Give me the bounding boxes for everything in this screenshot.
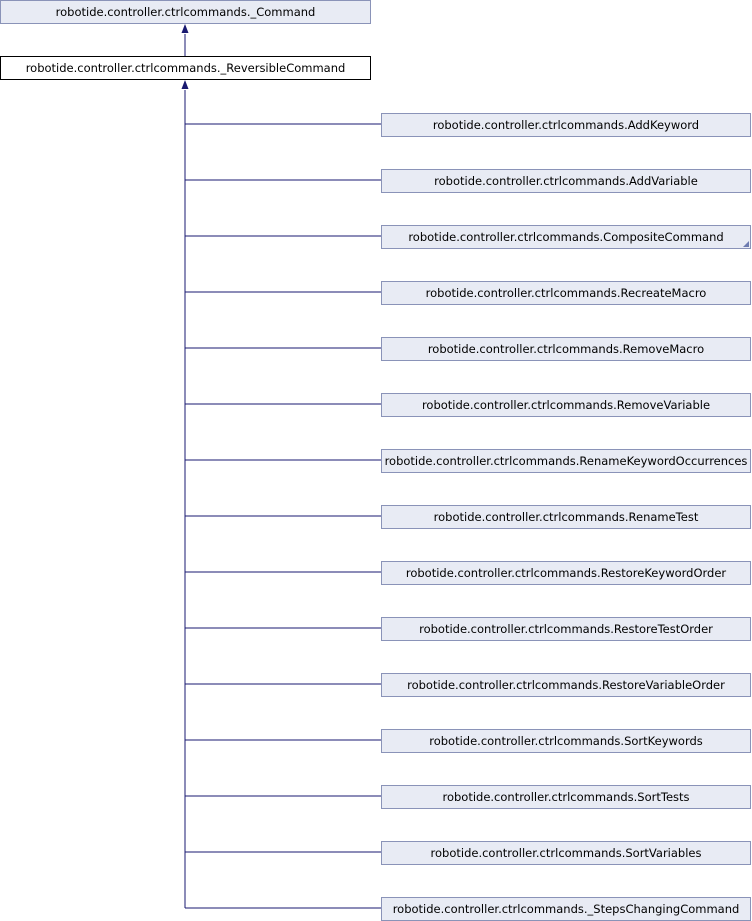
subclass-node[interactable]: robotide.controller.ctrlcommands.SortTes… <box>381 785 751 809</box>
subclass-label: robotide.controller.ctrlcommands.Composi… <box>408 230 724 244</box>
subclass-label: robotide.controller.ctrlcommands.SortVar… <box>430 846 702 860</box>
subclass-node[interactable]: robotide.controller.ctrlcommands.AddVari… <box>381 169 751 193</box>
subclass-label: robotide.controller.ctrlcommands.Restore… <box>407 678 725 692</box>
subclass-label: robotide.controller.ctrlcommands.AddVari… <box>434 174 698 188</box>
current-class-node: robotide.controller.ctrlcommands._Revers… <box>0 56 371 80</box>
arrowhead-current-icon <box>181 80 189 89</box>
arrowhead-base-icon <box>181 24 189 33</box>
subclass-label: robotide.controller.ctrlcommands.Restore… <box>419 622 713 636</box>
subclass-node[interactable]: robotide.controller.ctrlcommands._StepsC… <box>381 897 751 921</box>
subclass-label: robotide.controller.ctrlcommands.RenameK… <box>384 454 748 468</box>
subclass-label: robotide.controller.ctrlcommands._StepsC… <box>392 902 740 916</box>
subclass-label: robotide.controller.ctrlcommands.RenameT… <box>433 510 699 524</box>
subclass-node[interactable]: robotide.controller.ctrlcommands.RenameT… <box>381 505 751 529</box>
subclass-label: robotide.controller.ctrlcommands.RemoveV… <box>421 398 711 412</box>
truncated-corner-icon <box>743 241 749 247</box>
base-class-node[interactable]: robotide.controller.ctrlcommands._Comman… <box>0 0 371 24</box>
subclass-node[interactable]: robotide.controller.ctrlcommands.RemoveM… <box>381 337 751 361</box>
subclass-node[interactable]: robotide.controller.ctrlcommands.AddKeyw… <box>381 113 751 137</box>
subclass-label: robotide.controller.ctrlcommands.Recreat… <box>425 286 707 300</box>
subclass-label: robotide.controller.ctrlcommands.SortTes… <box>442 790 690 804</box>
subclass-node[interactable]: robotide.controller.ctrlcommands.Composi… <box>381 225 751 249</box>
subclass-node[interactable]: robotide.controller.ctrlcommands.RemoveV… <box>381 393 751 417</box>
subclass-node[interactable]: robotide.controller.ctrlcommands.Restore… <box>381 561 751 585</box>
subclass-label: robotide.controller.ctrlcommands.RemoveM… <box>427 342 705 356</box>
subclass-label: robotide.controller.ctrlcommands.AddKeyw… <box>432 118 700 132</box>
subclass-label: robotide.controller.ctrlcommands.Restore… <box>405 566 727 580</box>
subclass-node[interactable]: robotide.controller.ctrlcommands.SortKey… <box>381 729 751 753</box>
subclass-node[interactable]: robotide.controller.ctrlcommands.RenameK… <box>381 449 751 473</box>
subclass-node[interactable]: robotide.controller.ctrlcommands.Recreat… <box>381 281 751 305</box>
subclass-node[interactable]: robotide.controller.ctrlcommands.Restore… <box>381 617 751 641</box>
subclass-label: robotide.controller.ctrlcommands.SortKey… <box>429 734 703 748</box>
subclass-node[interactable]: robotide.controller.ctrlcommands.SortVar… <box>381 841 751 865</box>
subclass-node[interactable]: robotide.controller.ctrlcommands.Restore… <box>381 673 751 697</box>
